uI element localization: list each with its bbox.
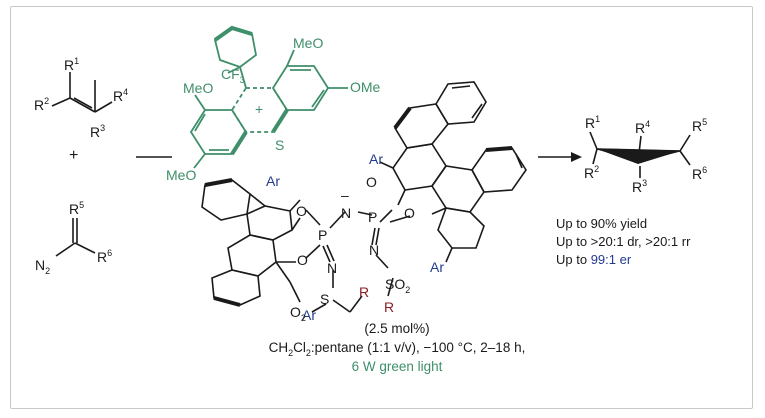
condition-loading: (2.5 mol%)	[364, 321, 429, 336]
condition-solvent: CH2Cl2:pentane (1:1 v/v), −100 °C, 2–18 …	[269, 340, 526, 358]
anion-so2-right: SO2	[385, 276, 410, 295]
cation-meo-top: MeO	[293, 35, 323, 51]
cyclopropane-product	[589, 131, 691, 178]
diazo-r5: R5	[69, 200, 84, 217]
product-r4: R4	[635, 119, 650, 136]
cation-cf3: CF3	[221, 66, 245, 85]
anion-ar-1: Ar	[266, 173, 280, 189]
anion-o-4: O	[404, 205, 415, 221]
product-r5: R5	[692, 117, 707, 134]
anion-o-3: O	[366, 174, 377, 190]
alkene-r1: R1	[64, 56, 79, 73]
anion-ar-2: Ar	[302, 307, 316, 323]
cation-charge: +	[255, 101, 263, 117]
anion-o-2: O	[297, 252, 308, 268]
anion-ar-3: Ar	[369, 151, 383, 167]
anion-n-right: N	[369, 242, 379, 258]
anion-n-left: N	[327, 260, 337, 276]
diazo-r6: R6	[97, 248, 112, 265]
reaction-arrow	[538, 152, 582, 162]
alkene-r4: R4	[113, 87, 128, 104]
anion-r-left: R	[359, 284, 369, 300]
anion-o-1: O	[296, 203, 307, 219]
cation-meo-bottom: MeO	[166, 167, 196, 183]
plus-sign: +	[69, 147, 78, 164]
anion-n-center: N	[341, 205, 351, 221]
diazo-n2: N2	[35, 257, 50, 276]
anion-r-right: R	[384, 299, 394, 315]
diazo-substrate	[55, 218, 96, 257]
product-r6: R6	[692, 165, 707, 182]
figure-frame	[10, 6, 753, 409]
anion-p-left: P	[318, 227, 327, 243]
anion-so2-left: O2	[290, 304, 306, 323]
imidodiphosphorimidate-anion	[201, 81, 527, 313]
thioxanthylium-cation	[189, 25, 348, 169]
anion-n-charge: –	[341, 187, 349, 203]
result-er: Up to 99:1 er	[556, 252, 632, 267]
result-yield: Up to 90% yield	[556, 216, 647, 231]
alkene-r3: R3	[90, 123, 105, 140]
anion-p-right: P	[368, 209, 377, 225]
condition-light: 6 W green light	[352, 359, 443, 374]
result-selectivity: Up to >20:1 dr, >20:1 rr	[556, 234, 691, 249]
product-r2: R2	[584, 164, 599, 181]
product-r1: R1	[585, 114, 600, 131]
alkene-r2: R2	[34, 96, 49, 113]
alkene-substrate	[51, 72, 113, 113]
anion-s-left: S	[320, 291, 329, 307]
anion-ar-4: Ar	[430, 259, 444, 275]
product-r3: R3	[632, 178, 647, 195]
cation-ome-right: OMe	[350, 79, 381, 95]
cation-meo-left: MeO	[183, 80, 213, 96]
cation-sulfur: S	[275, 137, 284, 153]
